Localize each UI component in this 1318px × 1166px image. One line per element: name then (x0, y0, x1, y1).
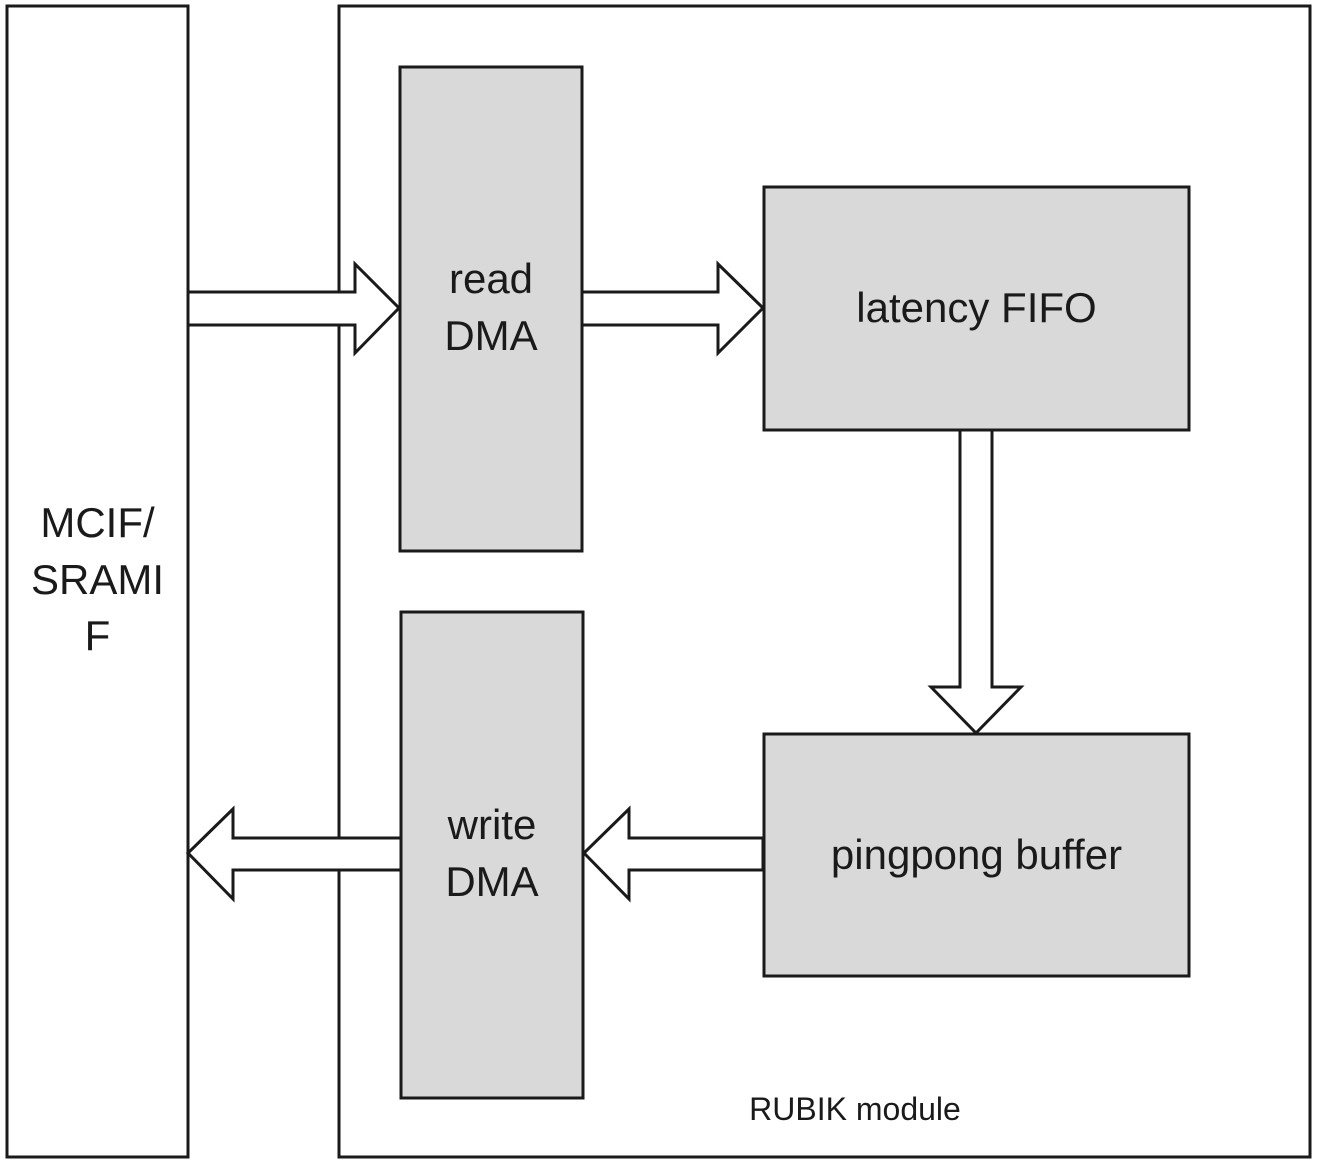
arrow-read-dma-to-latency-fifo (580, 260, 766, 357)
arrow-latency-fifo-to-pingpong-buffer (927, 428, 1025, 736)
read-dma-block (398, 65, 584, 553)
latency-fifo-block (762, 185, 1191, 432)
mcif-sramif-block (5, 4, 190, 1159)
arrow-pingpong-buffer-to-write-dma (581, 805, 765, 903)
pingpong-buffer-block (762, 732, 1191, 978)
write-dma-block (399, 610, 585, 1100)
arrow-write-dma-to-mcif (185, 805, 403, 903)
arrow-mcif-to-read-dma (186, 260, 402, 357)
